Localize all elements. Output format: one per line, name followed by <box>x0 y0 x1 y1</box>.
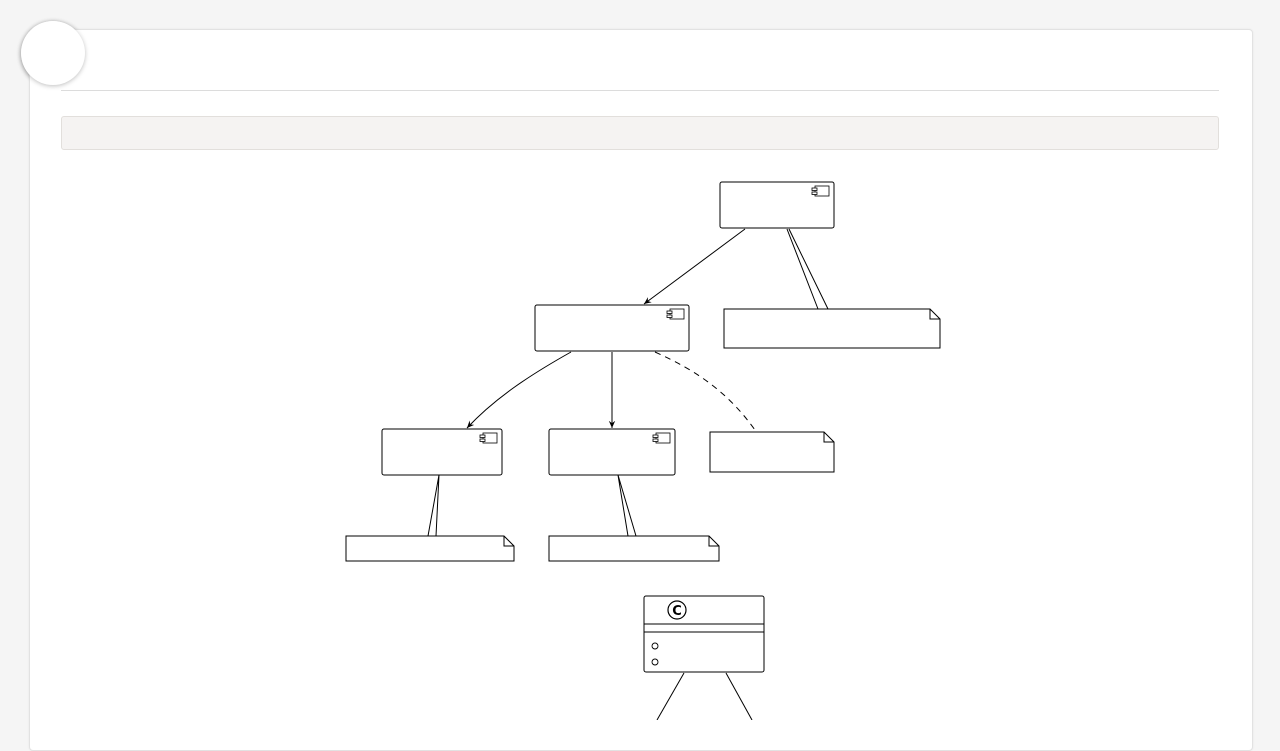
note-anchor-left <box>427 474 440 537</box>
header-divider <box>61 90 1219 91</box>
edge-mid-to-note <box>654 351 756 431</box>
component-root[interactable] <box>719 181 835 229</box>
member-bullet-icon <box>651 658 659 666</box>
class-member-1 <box>651 642 659 650</box>
class-edge-left <box>656 672 685 720</box>
class-stereotype-icon: C <box>667 600 687 620</box>
component-mid[interactable] <box>534 304 690 352</box>
note-anchor-center <box>617 474 637 537</box>
note-anchor-root <box>786 228 829 310</box>
edge-mid-to-left <box>466 351 572 429</box>
component-icon <box>652 432 671 444</box>
avatar-top[interactable] <box>21 21 85 85</box>
component-center[interactable] <box>548 428 676 476</box>
class-stereotype-letter: C <box>672 604 682 619</box>
edges <box>427 228 829 720</box>
note-center[interactable] <box>548 535 720 562</box>
note-root[interactable] <box>723 308 941 349</box>
component-icon <box>811 185 830 197</box>
uml-diagram: C <box>345 181 941 720</box>
component-left[interactable] <box>381 428 503 476</box>
edge-root-to-mid <box>643 228 746 305</box>
toolbar-bar <box>61 116 1219 150</box>
component-icon <box>666 308 685 320</box>
class-edge-right <box>725 672 753 720</box>
component-icon <box>479 432 498 444</box>
note-left[interactable] <box>345 535 515 562</box>
class-box[interactable]: C <box>643 595 765 673</box>
member-bullet-icon <box>651 642 659 650</box>
class-member-2 <box>651 658 659 666</box>
note-mid[interactable] <box>709 431 835 473</box>
